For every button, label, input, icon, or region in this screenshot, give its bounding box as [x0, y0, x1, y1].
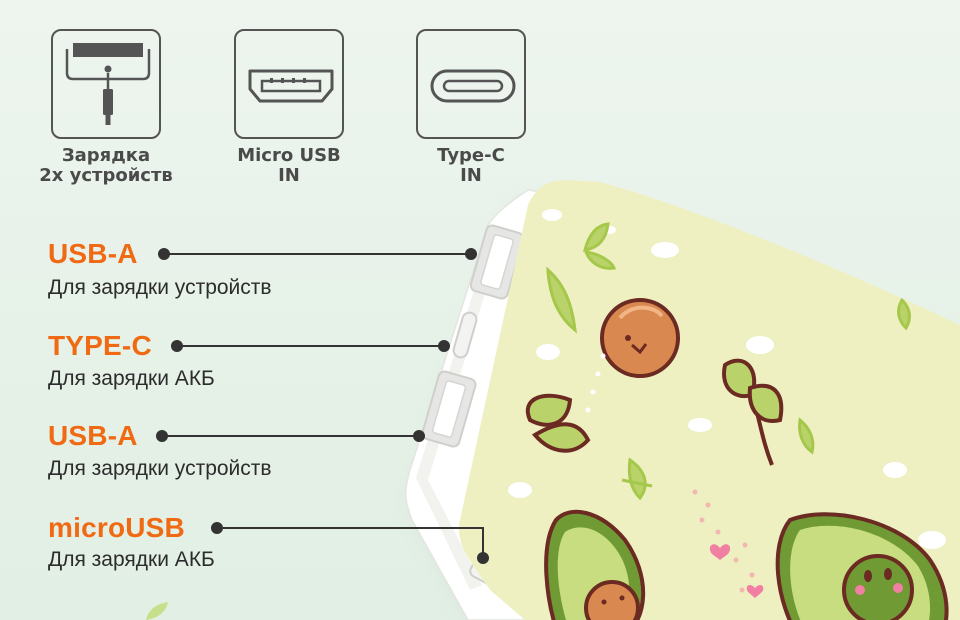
- avocado-half-right: [775, 512, 949, 620]
- caption-line: 2х устройств: [39, 165, 173, 186]
- caption-line: Micro USB: [237, 145, 341, 166]
- port-title-usb-a-bottom: USB-A: [48, 420, 138, 451]
- leaf-pair: [525, 358, 784, 466]
- dual-charging-caption: Зарядка 2х устройств: [16, 146, 196, 186]
- micro-usb-caption: Micro USB IN: [199, 146, 379, 186]
- avocado-seed-character: [600, 298, 680, 378]
- caption-line: Зарядка: [61, 145, 151, 166]
- type-c-icon-tile: [416, 29, 526, 139]
- type-c-port: [452, 311, 478, 359]
- port-title-type-c: TYPE-C: [48, 330, 152, 361]
- port-desc-type-c: Для зарядки АКБ: [48, 367, 215, 390]
- dual-charging-icon-tile: [51, 29, 161, 139]
- port-desc-usb-a-bottom: Для зарядки устройств: [48, 457, 272, 480]
- caption-line: Type-C: [437, 145, 505, 166]
- port-desc-usb-a-top: Для зарядки устройств: [48, 276, 272, 299]
- micro-usb-icon: [248, 69, 334, 103]
- caption-line: IN: [278, 165, 300, 186]
- micro-usb-icon-tile: [234, 29, 344, 139]
- caption-line: IN: [460, 165, 482, 186]
- avocado-half-left: [544, 509, 646, 620]
- port-title-usb-a-top: USB-A: [48, 238, 138, 269]
- type-c-caption: Type-C IN: [381, 146, 561, 186]
- sprout-icon: [146, 602, 168, 620]
- device-face: [459, 180, 960, 620]
- type-c-icon: [430, 69, 516, 103]
- dual-charging-icon: [65, 43, 151, 125]
- port-title-micro-usb: microUSB: [48, 512, 185, 543]
- port-desc-micro-usb: Для зарядки АКБ: [48, 548, 215, 571]
